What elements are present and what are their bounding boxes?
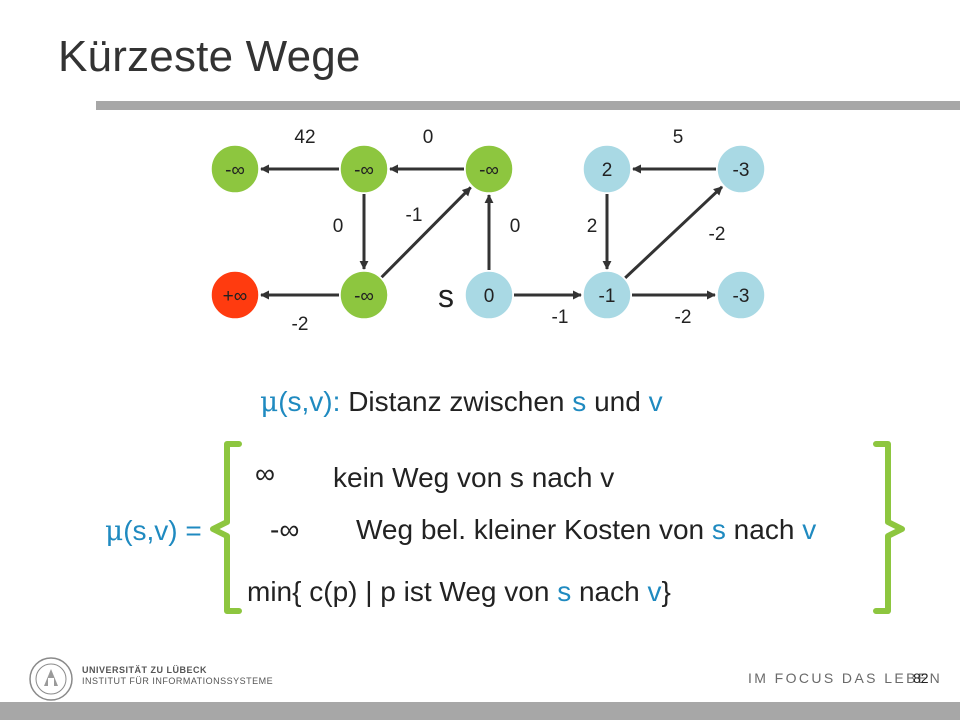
case-1-value: ∞ xyxy=(255,458,275,489)
case-1-text: kein Weg von s nach v xyxy=(333,462,615,493)
title-rule xyxy=(96,101,960,110)
right-brace xyxy=(873,441,905,614)
graph-node-n1: -∞ xyxy=(210,144,260,194)
source-label: s xyxy=(438,278,454,314)
slide-number: 82 xyxy=(913,670,929,686)
graph-node-n4: 2 xyxy=(582,144,632,194)
node-label: 2 xyxy=(602,160,613,181)
case-3-text1: min{ c(p) | p ist Weg von xyxy=(247,576,558,607)
node-circle xyxy=(210,270,260,320)
edge-weight-label: -1 xyxy=(406,205,423,226)
definition-s: s xyxy=(572,386,587,417)
case-2-value: -∞ xyxy=(270,514,300,545)
edge-weight-label: -2 xyxy=(292,314,309,335)
graph-node-n6: +∞ xyxy=(210,270,260,320)
node-label: -1 xyxy=(599,286,616,307)
node-circle xyxy=(716,270,766,320)
case-2-text2: nach xyxy=(725,514,803,545)
graph-node-n10: -3 xyxy=(716,270,766,320)
node-label: -∞ xyxy=(225,160,245,181)
node-label: +∞ xyxy=(223,286,248,307)
node-label: -∞ xyxy=(479,160,499,181)
institute-name: INSTITUT FÜR INFORMATIONSSYSTEME xyxy=(82,676,274,686)
edge-weight-label: 0 xyxy=(333,216,344,237)
definition-text1: Distanz zwischen xyxy=(340,386,573,417)
node-label: -∞ xyxy=(354,286,374,307)
edge-weight-label: 5 xyxy=(673,127,684,148)
footer-rule xyxy=(0,702,960,720)
definition-colon: : xyxy=(332,386,341,417)
edge-weight-label: -1 xyxy=(552,307,569,328)
distance-definition: μ(s,v): Distanz zwischen s und v xyxy=(260,385,663,418)
university-seal-icon xyxy=(29,657,73,701)
edge-n7-n3 xyxy=(380,186,472,279)
graph-node-n9: -1 xyxy=(582,270,632,320)
edge-weight-label: 0 xyxy=(423,127,434,148)
edge-n9-n5 xyxy=(624,185,724,279)
case-2-text: Weg bel. kleiner Kosten von s nach v xyxy=(356,514,816,546)
left-brace xyxy=(210,441,242,614)
case-3-text2: nach xyxy=(571,576,648,607)
slogan: IM FOCUS DAS LEBEN xyxy=(748,670,943,686)
shortest-path-graph: 42 0 5 0 -1 0 2 -2 -2 -1 -2 -∞ -∞ -∞ 2 -3 +∞ -∞ 0 -1 -3 s xyxy=(210,127,766,335)
graph-node-n5: -3 xyxy=(716,144,766,194)
edge-weight-label: 2 xyxy=(587,216,598,237)
case-3-v: v xyxy=(647,576,662,607)
edge-weight-label: -2 xyxy=(675,307,692,328)
university-logo-text: UNIVERSITÄT ZU LÜBECK INSTITUT FÜR INFOR… xyxy=(82,665,273,687)
case-3-s: s xyxy=(557,576,572,607)
case-2-v: v xyxy=(802,514,817,545)
case-2-s: s xyxy=(711,514,726,545)
slide-title: Kürzeste Wege xyxy=(58,32,361,81)
node-circle xyxy=(339,270,389,320)
definition-text2: und xyxy=(586,386,649,417)
graph-node-n3: -∞ xyxy=(464,144,514,194)
node-circle xyxy=(210,144,260,194)
edge-weight-label: 42 xyxy=(294,127,315,148)
formula-lhs: μ(s,v) = xyxy=(105,514,202,547)
edge-weight-label: 0 xyxy=(510,216,521,237)
lhs-mu-symbol: μ xyxy=(105,514,124,547)
case-3-text: min{ c(p) | p ist Weg von s nach v} xyxy=(247,576,671,608)
graph-node-n8: 0 xyxy=(464,270,514,320)
edge-weight-label: -2 xyxy=(709,224,726,245)
node-label: -3 xyxy=(733,286,750,307)
graph-node-n2: -∞ xyxy=(339,144,389,194)
definition-args: (s,v) xyxy=(278,386,333,417)
node-label: 0 xyxy=(484,286,495,307)
case-2-text1: Weg bel. kleiner Kosten von xyxy=(356,514,712,545)
node-label: -∞ xyxy=(354,160,374,181)
graph-node-n7: -∞ xyxy=(339,270,389,320)
node-circle xyxy=(716,144,766,194)
mu-symbol: μ xyxy=(260,385,279,418)
node-circle xyxy=(339,144,389,194)
definition-v: v xyxy=(648,386,663,417)
case-3-text3: } xyxy=(661,576,671,607)
node-circle xyxy=(582,270,632,320)
node-circle xyxy=(464,270,514,320)
node-label: -3 xyxy=(733,160,750,181)
lhs-args: (s,v) = xyxy=(123,515,202,546)
node-circle xyxy=(464,144,514,194)
university-name: UNIVERSITÄT ZU LÜBECK xyxy=(82,665,207,675)
node-circle xyxy=(582,144,632,194)
